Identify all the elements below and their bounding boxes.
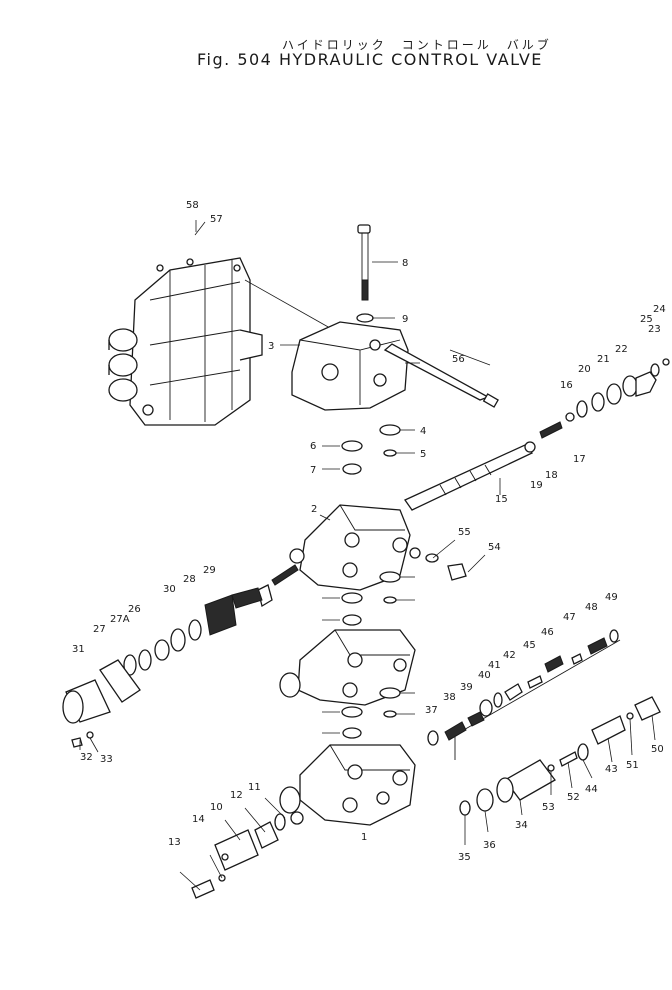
- callout-22: 22: [615, 344, 628, 355]
- callout-41: 41: [488, 660, 501, 671]
- callout-31: 31: [72, 644, 85, 655]
- callout-49: 49: [605, 592, 618, 603]
- callout-28: 28: [183, 574, 196, 585]
- callout-16: 16: [560, 380, 573, 391]
- callout-46: 46: [541, 627, 554, 638]
- bottom-left-parts: [191, 813, 286, 899]
- callout-47: 47: [563, 612, 576, 623]
- callout-8: 8: [402, 258, 408, 269]
- figure-title: Fig. 504 HYDRAULIC CONTROL VALVE: [197, 50, 543, 69]
- callout-25: 25: [640, 314, 653, 325]
- callout-36: 36: [483, 840, 496, 851]
- callout-20: 20: [578, 364, 591, 375]
- callout-42: 42: [503, 650, 516, 661]
- leader-lines: [79, 220, 656, 891]
- callout-9: 9: [402, 314, 408, 325]
- callout-15: 15: [495, 494, 508, 505]
- callout-4: 4: [420, 426, 426, 437]
- valve-section-middle: [279, 629, 416, 739]
- callout-12: 12: [230, 790, 243, 801]
- callout-1: 1: [361, 832, 367, 843]
- callout-21: 21: [597, 354, 610, 365]
- callout-7: 7: [310, 465, 316, 476]
- callout-26: 26: [128, 604, 141, 615]
- callout-10: 10: [210, 802, 223, 813]
- callout-45: 45: [523, 640, 536, 651]
- callout-14: 14: [192, 814, 205, 825]
- callout-55: 55: [458, 527, 471, 538]
- valve-section-2: [271, 504, 467, 591]
- callout-27a: 27A: [110, 614, 130, 625]
- callout-54: 54: [488, 542, 501, 553]
- callout-29: 29: [203, 565, 216, 576]
- callout-13: 13: [168, 837, 181, 848]
- callout-32: 32: [80, 752, 93, 763]
- callout-38: 38: [443, 692, 456, 703]
- callout-2: 2: [311, 504, 317, 515]
- callout-19: 19: [530, 480, 543, 491]
- callout-17: 17: [573, 454, 586, 465]
- callout-34: 34: [515, 820, 528, 831]
- title-japanese: ハイドロリック コントロール バルブ: [282, 38, 552, 52]
- callout-58: 58: [186, 200, 199, 211]
- spool-group: [404, 358, 670, 511]
- callout-27: 27: [93, 624, 106, 635]
- callout-44: 44: [585, 784, 598, 795]
- callout-11: 11: [248, 782, 261, 793]
- top-cover-group: [291, 224, 499, 411]
- callout-3: 3: [268, 341, 274, 352]
- seal-set-upper: [341, 424, 401, 475]
- callout-37: 37: [425, 705, 438, 716]
- callout-5: 5: [420, 449, 426, 460]
- callout-56: 56: [452, 354, 465, 365]
- callout-24: 24: [653, 304, 666, 315]
- callout-6: 6: [310, 441, 316, 452]
- callout-18: 18: [545, 470, 558, 481]
- callout-35: 35: [458, 852, 471, 863]
- callout-57: 57: [210, 214, 223, 225]
- callout-40: 40: [478, 670, 491, 681]
- seal-set-middle: [341, 571, 401, 626]
- callout-23: 23: [648, 324, 661, 335]
- callout-50: 50: [651, 744, 664, 755]
- callout-labels: 1 2 3 4 5 6 7 8 9 10 11 12 13 14 15 16 1…: [72, 200, 666, 863]
- assembled-valve-illustration: [108, 257, 331, 426]
- callout-52: 52: [567, 792, 580, 803]
- callout-33: 33: [100, 754, 113, 765]
- left-spool-parts: [62, 584, 273, 748]
- callout-53: 53: [542, 802, 555, 813]
- callout-48: 48: [585, 602, 598, 613]
- callout-39: 39: [460, 682, 473, 693]
- callout-51: 51: [626, 760, 639, 771]
- valve-section-1: [279, 744, 416, 826]
- callout-30: 30: [163, 584, 176, 595]
- callout-43: 43: [605, 764, 618, 775]
- relief-valve-parts: [427, 629, 661, 816]
